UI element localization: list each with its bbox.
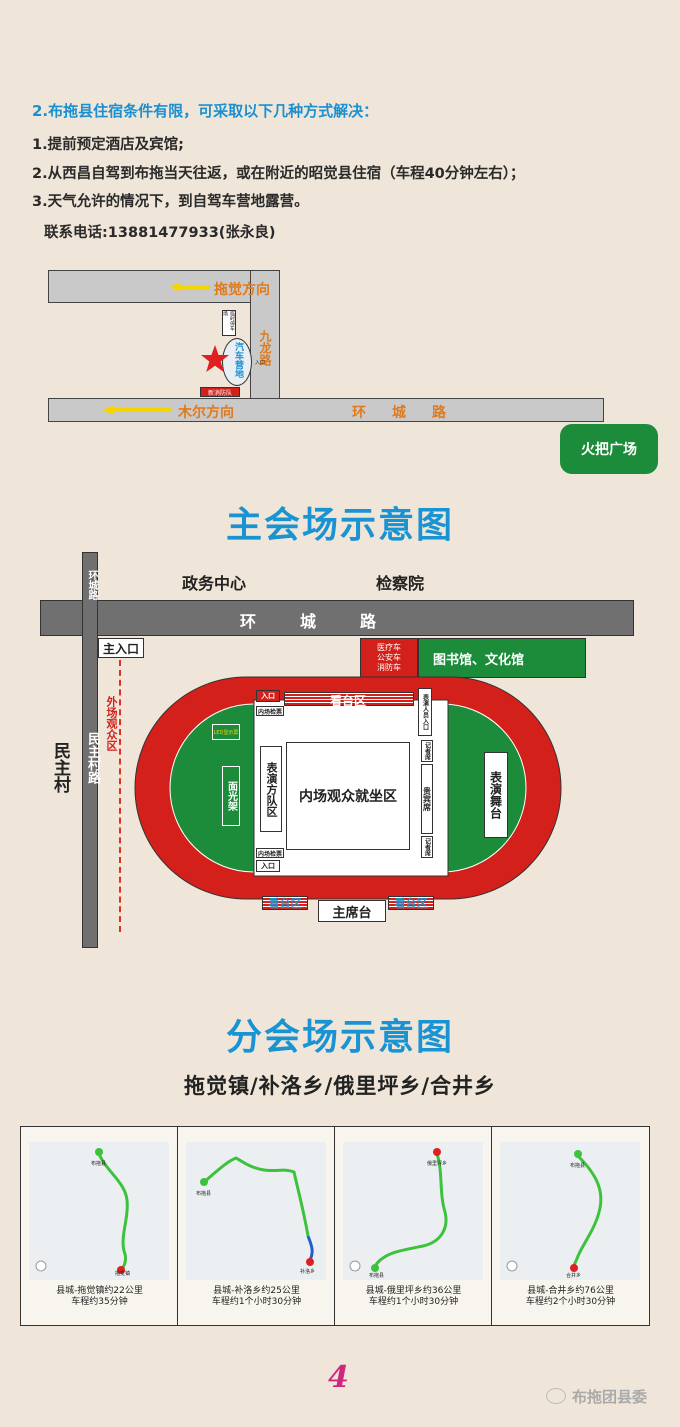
torch-square: 火把广场 [560,424,658,474]
jiulong-road-label: 九龙路 [258,330,272,366]
route-map-buluo: 布拖县 补洛乡 县城-补洛乡约25公里 车程约1个小时30分钟 [178,1126,335,1326]
vehicle-medical: 医疗车 [377,643,401,652]
stand-south-left: 看台区 [262,896,308,910]
info-line-3: 3.天气允许的情况下，到自驾车营地露营。 [32,194,309,210]
camp-circle [222,338,252,386]
stand-south-right: 看台区 [388,896,434,910]
route-map-hejing: 布拖县 合井乡 县城-合井乡约76公里 车程约2个小时30分钟 [492,1126,649,1326]
route-caption: 县城-拖觉镇约22公里 车程约35分钟 [21,1286,178,1308]
temporary-parking: 临时停车场 [222,310,236,336]
reporter-seat-bottom: 记者席 [421,836,433,858]
map-end: 补洛乡 [300,1269,316,1275]
vip-seat: 贵宾席 [421,764,433,834]
page-number: 4 [328,1360,349,1395]
flag-stand: 面光架 [222,766,240,826]
route-distance: 县城-补洛乡约25公里 [213,1286,300,1296]
inner-check-top: 内场检票 [256,706,284,716]
audience-boundary [119,660,121,932]
huancheng-road-label: 环 城 路 [352,405,452,421]
arrow-left-icon [102,405,172,415]
huancheng-vertical-label: 环城路 [86,570,97,600]
minzhu-village: 民主村 [50,742,70,793]
map-image: 布拖县 拖觉镇 [29,1142,169,1280]
info-line-2: 2.从西昌自驾到布拖当天往返，或在附近的昭觉县住宿（车程40分钟左右）； [32,166,525,182]
map-start: 布拖县 [196,1191,212,1197]
route-map-tuojue: 布拖县 拖觉镇 县城-拖觉镇约22公里 车程约35分钟 [21,1126,178,1326]
contact-phone: 联系电话:13881477933(张永良) [44,225,276,241]
star-icon [201,345,229,372]
camp-entrance: 入口 [255,360,266,366]
route-distance: 县城-俄里坪乡约36公里 [365,1286,462,1296]
vehicle-fire: 消防车 [377,663,401,672]
library: 图书馆、文化馆 [418,638,586,678]
camp-map: 拖觉方向 木尔方向 九龙路 环 城 路 临时停车场 汽车营地 入口 新消防队 火… [0,262,680,482]
map-image: 布拖县 合井乡 [500,1142,640,1280]
performing-team-area: 表演方队区 [260,746,282,832]
entry-top: 入口 [256,690,280,702]
main-stand: 主席台 [318,900,386,922]
camp-label: 汽车营地 [233,342,243,378]
info-line-1: 1.提前预定酒店及宾馆; [32,137,184,153]
route-caption: 县城-补洛乡约25公里 车程约1个小时30分钟 [178,1286,335,1308]
government-center: 政务中心 [182,574,247,593]
vehicle-police: 公安车 [377,653,401,662]
route-duration: 车程约1个小时30分钟 [368,1297,459,1307]
map-end: 俄里坪乡 [427,1161,448,1167]
wechat-icon [546,1388,566,1404]
road-tuojue [48,270,280,303]
performer-entrance: 表演人员入口 [418,688,432,736]
main-entrance: 主入口 [98,638,144,658]
route-map-eliping: 俄里坪乡 布拖县 县城-俄里坪乡约36公里 车程约1个小时30分钟 [335,1126,492,1326]
watermark: 布拖团县委 [572,1388,648,1406]
map-start: 布拖县 [369,1273,385,1279]
map-start: 布拖县 [91,1161,107,1167]
map-end: 合井乡 [566,1273,582,1279]
outer-audience: 外场观众区 [105,696,118,751]
arrow-left-icon [170,282,210,292]
huancheng-road-main-label: 环 城 路 [240,612,391,631]
road-huancheng-main [40,600,634,636]
emergency-vehicles: 医疗车 公安车 消防车 [360,638,418,678]
route-duration: 车程约2个小时30分钟 [525,1297,616,1307]
map-end: 拖觉镇 [115,1271,131,1277]
route-distance: 县城-拖觉镇约22公里 [56,1286,143,1296]
map-image: 俄里坪乡 布拖县 [343,1142,483,1280]
road-minzhu [82,552,98,948]
route-caption: 县城-合井乡约76公里 车程约2个小时30分钟 [492,1286,649,1308]
map-start: 布拖县 [570,1163,586,1169]
route-duration: 车程约35分钟 [71,1297,128,1307]
info-heading: 2.布拖县住宿条件有限，可采取以下几种方式解决： [32,102,379,120]
muer-direction-label: 木尔方向 [178,405,234,421]
inner-check-bottom: 内场检票 [256,848,284,858]
sub-venue-title: 分会场示意图 [225,1017,454,1058]
minzhu-road-label: 民主村路 [85,732,100,784]
map-image: 布拖县 补洛乡 [186,1142,326,1280]
inner-audience-area: 内场观众就坐区 [286,742,410,850]
performance-stage: 表演舞台 [484,752,508,838]
fire-station: 新消防队 [200,387,240,397]
entry-bottom: 入口 [256,860,280,872]
reporter-seat-top: 记者席 [421,740,433,762]
route-distance: 县城-合井乡约76公里 [527,1286,614,1296]
sub-venue-subtitle: 拖觉镇/补洛乡/俄里坪乡/合井乡 [183,1074,496,1098]
route-caption: 县城-俄里坪乡约36公里 车程约1个小时30分钟 [335,1286,492,1308]
main-venue-title: 主会场示意图 [225,505,454,546]
stand-north [284,692,414,706]
led-screen: LED显示屏 [212,724,240,740]
route-duration: 车程约1个小时30分钟 [211,1297,302,1307]
stand-north-label: 看台区 [330,694,367,708]
tuojue-direction-label: 拖觉方向 [214,282,270,298]
procuratorate: 检察院 [376,574,425,593]
